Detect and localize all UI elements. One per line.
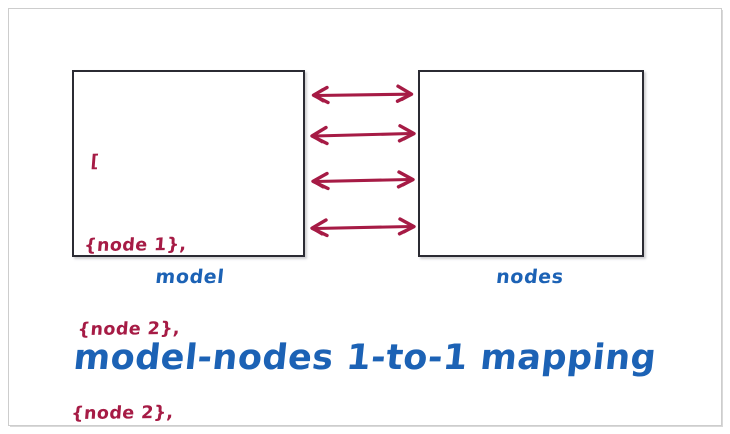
nodes-box-caption: nodes <box>495 266 565 288</box>
model-code-listing: [ {node 1}, {node 2}, {node 2}, ] <box>59 90 296 434</box>
model-box-caption: model <box>154 266 226 288</box>
slide-headline: model-nodes 1-to-1 mapping <box>71 338 659 378</box>
model-code-line-0: [ <box>89 151 100 172</box>
model-code-line-3: {node 2}, <box>70 402 175 424</box>
connector-arrow-4 <box>310 217 416 238</box>
connector-arrow-3 <box>311 170 415 191</box>
connector-arrow-2 <box>310 124 416 146</box>
model-box <box>72 70 305 257</box>
nodes-box <box>418 70 644 257</box>
model-code-line-1: {node 1}, <box>83 234 188 256</box>
connector-arrows <box>310 84 416 238</box>
connector-arrow-1 <box>311 84 414 105</box>
